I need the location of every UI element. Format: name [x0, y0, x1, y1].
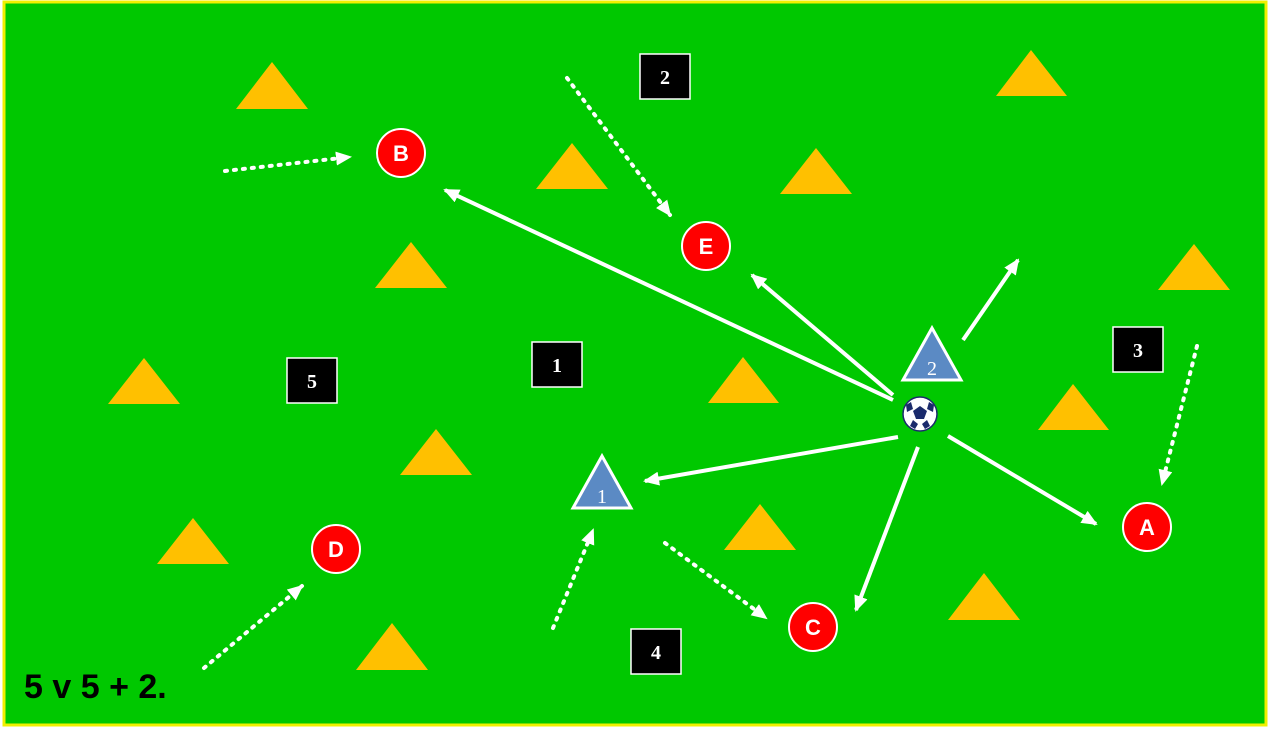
- neutral-2-icon: [900, 324, 964, 382]
- marker-5-label: 5: [307, 371, 317, 393]
- cone-icon: [157, 518, 229, 564]
- marker-1-box: [531, 341, 583, 388]
- marker-2-box: [639, 53, 691, 100]
- player-b-label: B: [393, 141, 409, 166]
- pass-arrow-upright: [961, 258, 1020, 342]
- marker-4-box: [630, 628, 682, 675]
- run-arrow-b: [223, 151, 352, 173]
- pass-arrow-to-c: [854, 446, 920, 612]
- run-arrow-c: [663, 541, 768, 620]
- cone-icon: [996, 50, 1067, 96]
- cone-icon: [780, 148, 852, 194]
- marker-2-label: 2: [660, 67, 670, 89]
- drill-caption: 5 v 5 + 2.: [24, 668, 167, 706]
- player-e-label: E: [699, 234, 714, 259]
- cone-icon: [948, 573, 1020, 620]
- pass-arrow-to-e: [750, 273, 895, 397]
- player-a-icon: [1122, 502, 1172, 552]
- marker-5-box: [286, 357, 338, 404]
- player-e-icon: [681, 221, 731, 271]
- player-c-icon: [788, 602, 838, 652]
- marker-4-label: 4: [651, 642, 661, 664]
- neutral-2-label: 2: [927, 358, 937, 380]
- player-b-icon: [376, 128, 426, 178]
- pass-arrow-to-a: [946, 434, 1098, 526]
- marker-3-box: [1112, 326, 1164, 373]
- cone-icon: [375, 242, 447, 288]
- player-c-label: C: [805, 615, 821, 640]
- cone-icon: [1038, 384, 1109, 430]
- pass-arrow-to-1: [643, 435, 899, 486]
- cone-icon: [1158, 244, 1230, 290]
- marker-1-label: 1: [552, 355, 562, 377]
- player-d-label: D: [328, 537, 344, 562]
- cone-icon: [708, 357, 779, 403]
- pass-arrow-to-b: [443, 188, 894, 402]
- cone-icon: [356, 623, 428, 670]
- cone-icon: [108, 358, 180, 404]
- cone-icon: [724, 504, 796, 550]
- run-arrow-d: [202, 584, 304, 670]
- run-arrow-neutral-1: [551, 528, 595, 630]
- neutral-1-label: 1: [597, 486, 607, 508]
- neutral-1-icon: [570, 452, 634, 510]
- player-a-label: A: [1139, 515, 1155, 540]
- cone-icon: [400, 429, 472, 475]
- cone-icon: [536, 143, 608, 189]
- player-d-icon: [311, 524, 361, 574]
- run-arrow-a: [1158, 344, 1199, 486]
- soccer-ball-icon: [902, 396, 938, 432]
- marker-3-label: 3: [1133, 340, 1143, 362]
- cone-icon: [236, 62, 308, 109]
- run-arrow-e: [565, 76, 672, 217]
